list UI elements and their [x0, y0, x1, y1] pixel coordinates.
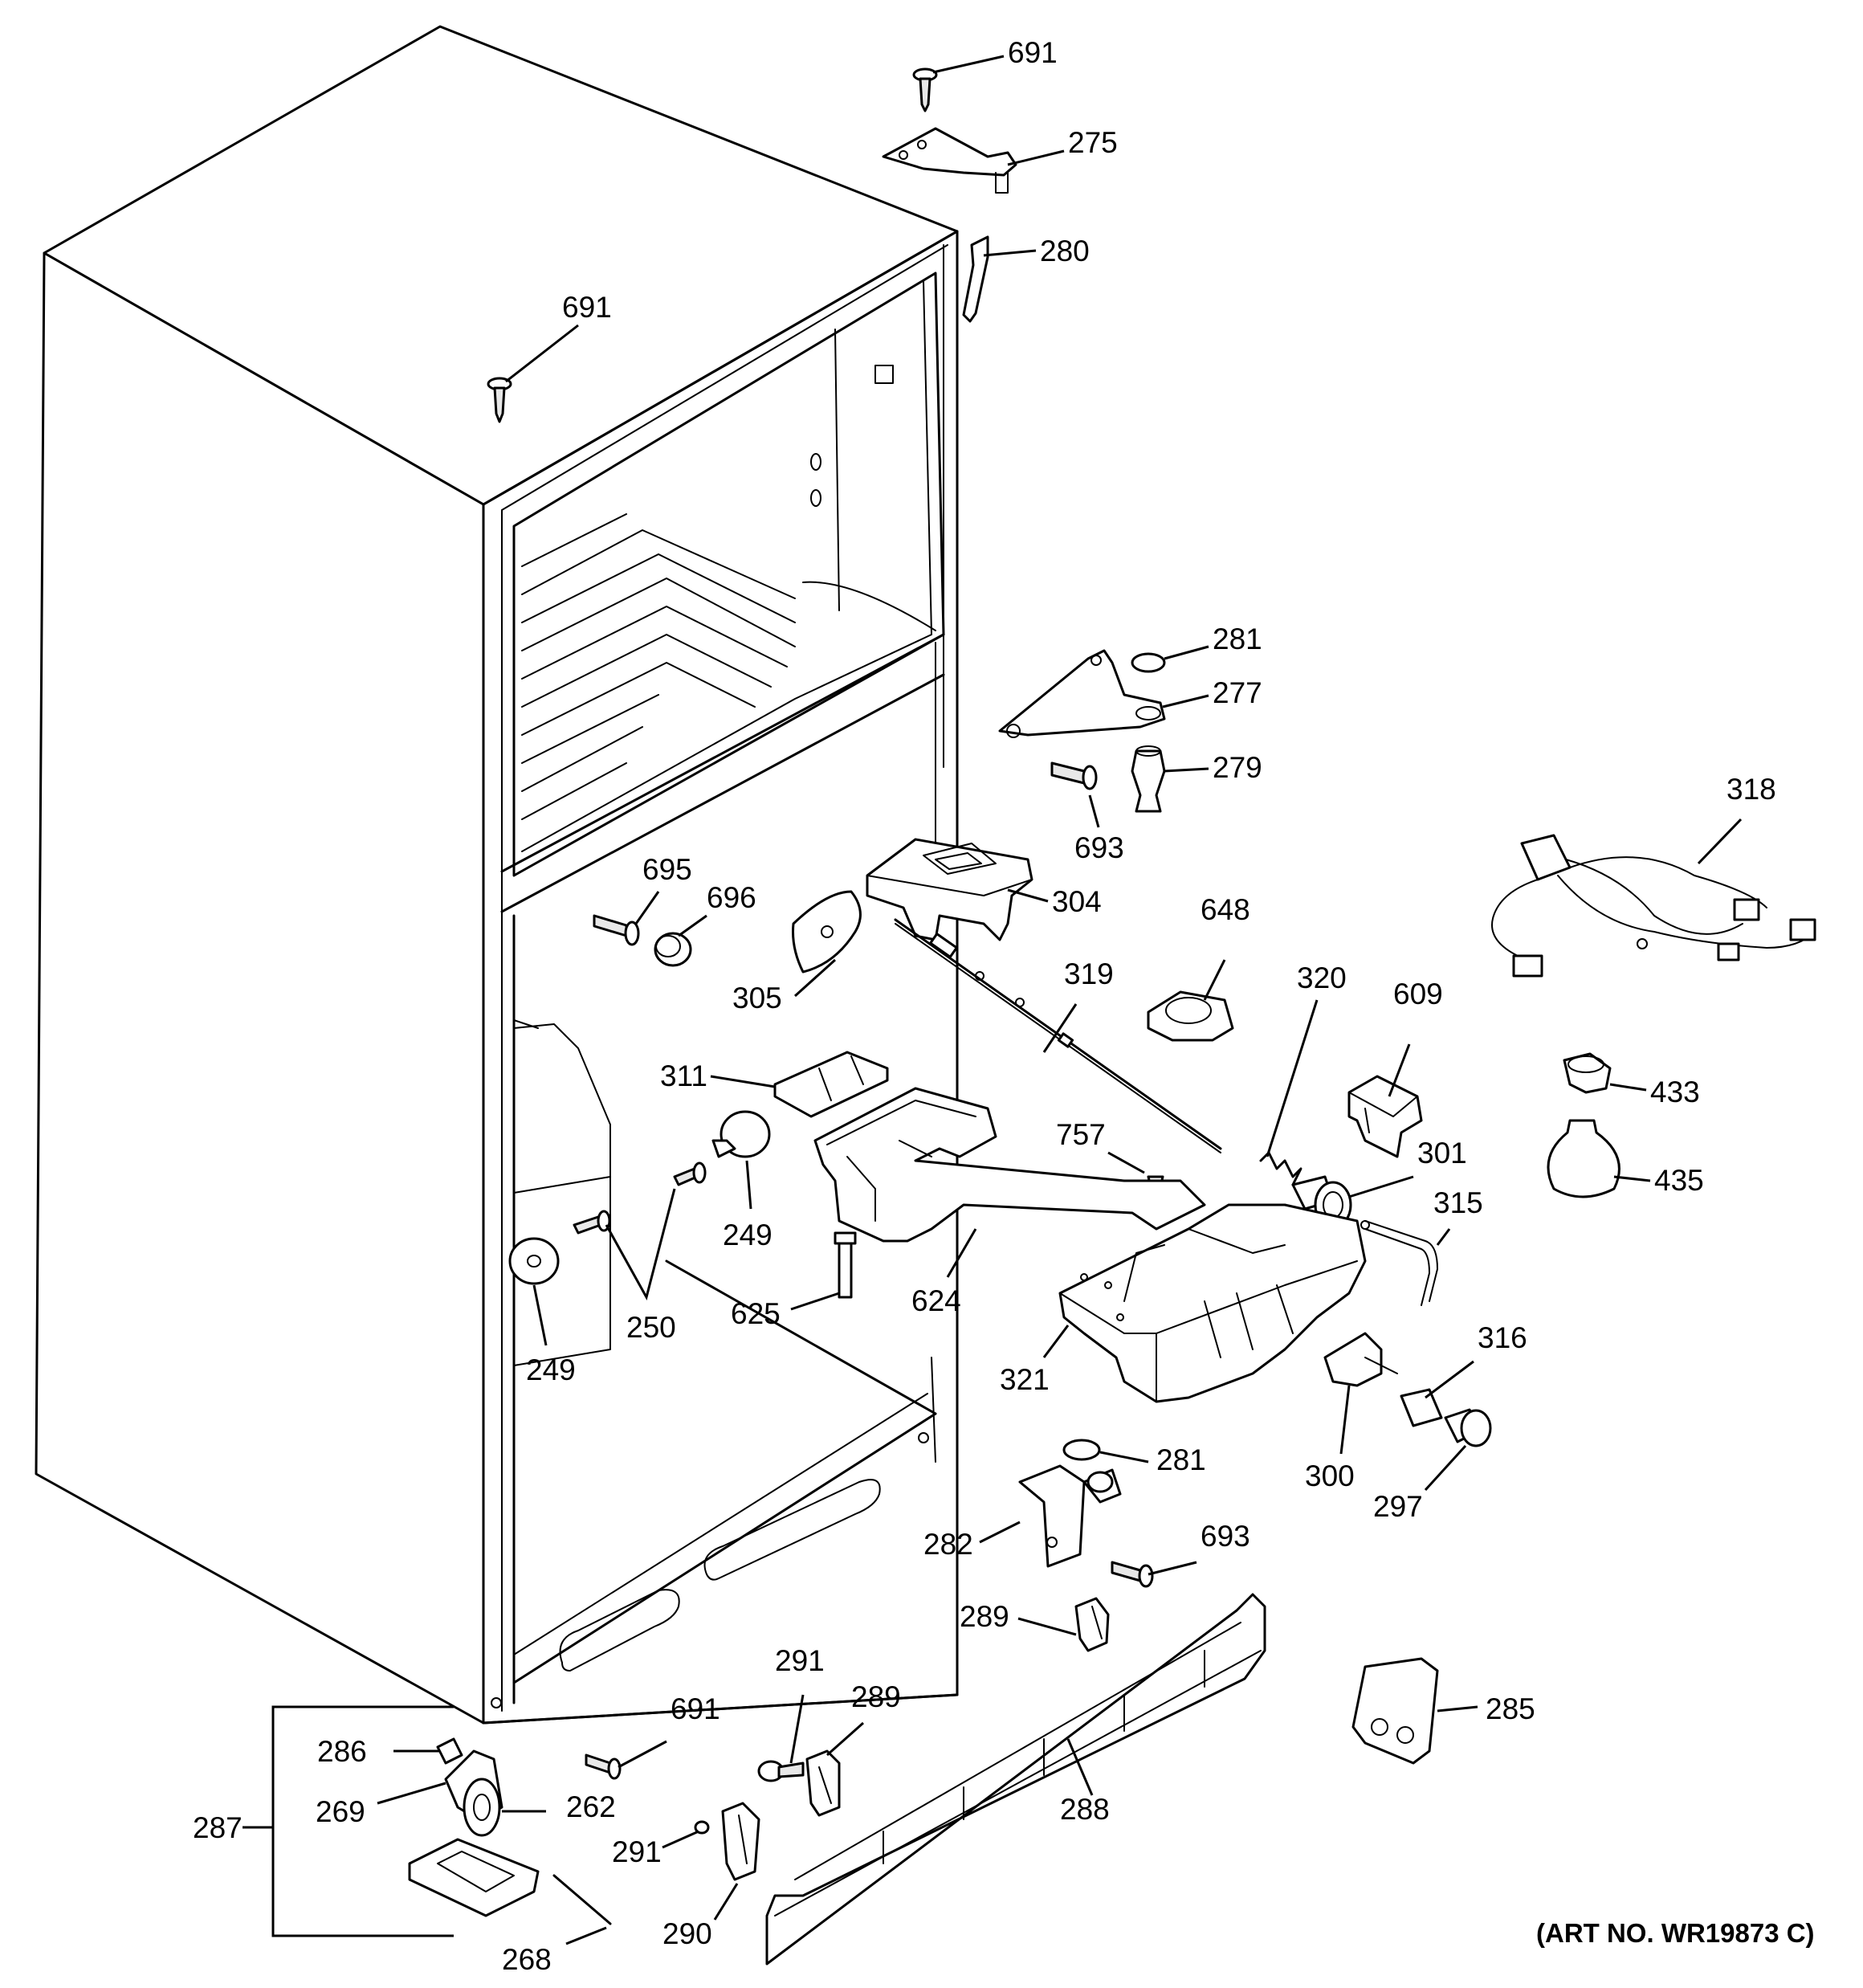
label-693-lower: 693: [1201, 1520, 1250, 1553]
thermostat-300-icon: [1323, 1332, 1398, 1387]
label-286: 286: [317, 1735, 367, 1768]
label-695: 695: [642, 853, 692, 886]
bumper-249-upper-icon: [711, 1110, 771, 1158]
label-289-upper: 289: [960, 1600, 1009, 1633]
axle-268-icon: [552, 1874, 612, 1925]
screws-250-icon: [573, 1161, 707, 1235]
label-320: 320: [1297, 961, 1347, 994]
grille-288-icon: [765, 1593, 1266, 1966]
nut-291-upper-icon: [757, 1760, 805, 1782]
part-305-icon: [792, 890, 862, 974]
label-275: 275: [1068, 126, 1118, 159]
label-757: 757: [1056, 1118, 1106, 1151]
label-319: 319: [1064, 957, 1114, 990]
nut-291-lower-icon: [694, 1820, 710, 1835]
label-300: 300: [1305, 1459, 1355, 1492]
screw-693-upper-icon: [1050, 761, 1098, 790]
art-number: (ART NO. WR19873 C): [1536, 1918, 1815, 1948]
bolt-625-icon: [834, 1231, 857, 1299]
label-624: 624: [911, 1284, 961, 1317]
label-691-bottom: 691: [671, 1692, 720, 1725]
label-297: 297: [1373, 1490, 1423, 1523]
label-280: 280: [1040, 235, 1090, 267]
label-301: 301: [1417, 1137, 1467, 1170]
bracket-282-icon: [1018, 1464, 1122, 1568]
packet-285-icon: [1351, 1657, 1439, 1765]
screw-695-icon: [593, 914, 640, 946]
spring-320-icon: [1259, 1151, 1302, 1186]
label-304: 304: [1052, 885, 1102, 918]
label-268: 268: [502, 1943, 552, 1976]
label-321: 321: [1000, 1363, 1050, 1396]
screw-693-lower-icon: [1111, 1561, 1154, 1588]
label-249-lower: 249: [526, 1353, 576, 1386]
hinge-275-icon: [882, 127, 1017, 194]
label-609: 609: [1393, 978, 1443, 1010]
label-305: 305: [732, 982, 782, 1014]
label-282: 282: [923, 1528, 973, 1561]
label-318: 318: [1726, 773, 1776, 806]
mounting-plate-icon: [408, 1838, 540, 1917]
label-277: 277: [1213, 676, 1262, 709]
label-250: 250: [626, 1311, 676, 1344]
label-691-top: 691: [1008, 36, 1058, 69]
wire-harness-318-icon: [1491, 834, 1816, 978]
pin-279-icon: [1131, 745, 1166, 813]
label-693-upper: 693: [1074, 831, 1124, 864]
knob-297-icon: [1444, 1408, 1492, 1447]
screw-691-bottom-icon: [585, 1753, 622, 1780]
label-311: 311: [660, 1059, 707, 1092]
label-281-upper: 281: [1213, 623, 1262, 655]
rod-319-icon: [894, 918, 1222, 1153]
label-281-lower: 281: [1156, 1443, 1206, 1476]
leader-lines: [243, 55, 1743, 1945]
clip-289-upper-icon: [1074, 1597, 1110, 1652]
part-315-icon: [1360, 1220, 1438, 1306]
bulb-435-icon: [1547, 1119, 1620, 1198]
part-311-icon: [773, 1051, 889, 1118]
label-249-upper: 249: [723, 1219, 773, 1251]
label-625: 625: [731, 1297, 781, 1330]
bumper-249-lower-icon: [508, 1237, 560, 1285]
roller-assembly-icon: [436, 1737, 503, 1837]
label-696: 696: [707, 881, 756, 914]
label-691-case: 691: [562, 291, 612, 324]
part-280-icon: [962, 235, 989, 323]
label-279: 279: [1213, 751, 1262, 784]
label-315: 315: [1433, 1186, 1483, 1219]
part-labels: 691 275 280 691 281 277 279 693 318 695 …: [193, 36, 1815, 1976]
label-288: 288: [1060, 1793, 1110, 1826]
label-648: 648: [1201, 893, 1250, 926]
label-433: 433: [1650, 1076, 1700, 1108]
refrigerator-cabinet: [35, 25, 959, 1725]
label-290: 290: [662, 1917, 712, 1950]
clip-289-lower-icon: [805, 1749, 841, 1817]
cap-696-icon: [654, 932, 692, 967]
socket-433-icon: [1563, 1052, 1612, 1094]
spacer-316-icon: [1400, 1388, 1443, 1427]
label-285: 285: [1486, 1692, 1535, 1725]
hinge-277-icon: [998, 649, 1166, 738]
label-289-lower: 289: [851, 1680, 901, 1713]
part-290-icon: [721, 1802, 760, 1881]
label-287: 287: [193, 1811, 243, 1844]
label-262: 262: [566, 1790, 616, 1823]
part-648-icon: [1147, 990, 1234, 1042]
washer-281-lower-icon: [1062, 1439, 1101, 1461]
parts-drawings: [408, 67, 1816, 1966]
pan-624-icon: [813, 1087, 1206, 1243]
label-291-lower: 291: [612, 1835, 662, 1868]
label-291-upper: 291: [775, 1644, 825, 1677]
label-435: 435: [1654, 1164, 1704, 1197]
washer-281-upper-icon: [1131, 652, 1166, 673]
screw-691-case-icon: [487, 377, 512, 423]
housing-304-icon: [866, 838, 1033, 941]
part-609-icon: [1347, 1075, 1423, 1158]
housing-321-icon: [1058, 1203, 1367, 1403]
screw-691-top-icon: [912, 67, 938, 112]
label-269: 269: [316, 1795, 365, 1828]
label-316: 316: [1478, 1321, 1527, 1354]
